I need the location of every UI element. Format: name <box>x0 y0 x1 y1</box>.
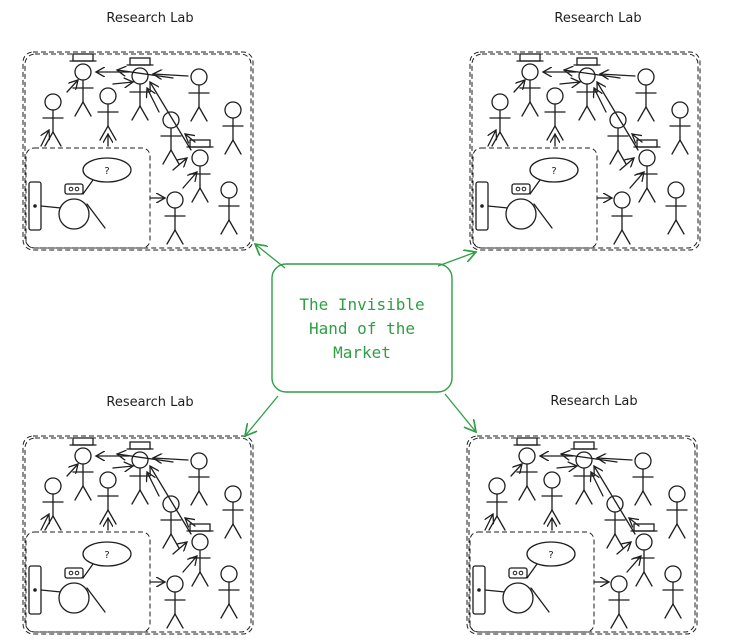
question-mark: ? <box>104 550 109 561</box>
center-line-2: Hand of the <box>309 319 415 338</box>
question-mark: ? <box>551 166 556 177</box>
arrow-to-lab-1 <box>255 244 286 269</box>
research-lab-3: Research Lab ? <box>23 395 253 634</box>
lab-diagram <box>470 52 700 250</box>
research-lab-2: Research Lab ? <box>470 11 700 250</box>
lab-title: Research Lab <box>106 395 193 410</box>
arrow-to-lab-2 <box>437 252 476 267</box>
lab-title: Research Lab <box>106 11 193 26</box>
lab-title: Research Lab <box>550 394 637 409</box>
lab-title: Research Lab <box>554 11 641 26</box>
invisible-hand-node: The Invisible Hand of the Market <box>271 263 453 393</box>
lab-diagram <box>23 52 253 250</box>
influence-arrows <box>245 244 476 436</box>
research-lab-1: Research Lab ? <box>23 11 253 250</box>
arrow-to-lab-4 <box>444 393 476 432</box>
lab-diagram <box>23 436 253 634</box>
center-line-3: Market <box>333 343 391 362</box>
lab-diagram <box>467 436 697 634</box>
center-box <box>271 263 453 393</box>
arrow-to-lab-3 <box>245 395 279 436</box>
center-line-1: The Invisible <box>299 295 424 314</box>
research-lab-4: Research Lab ? <box>467 394 697 634</box>
question-mark: ? <box>548 550 553 561</box>
question-mark: ? <box>104 166 109 177</box>
